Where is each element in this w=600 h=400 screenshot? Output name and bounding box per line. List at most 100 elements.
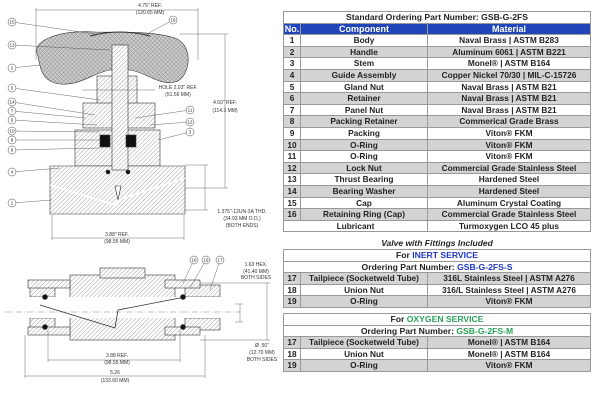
material-cell: Commercial Grade Stainless Steel — [427, 208, 591, 221]
callout-number: 2 — [11, 66, 14, 71]
dim-top-width-mm: (120.65 MM) — [136, 10, 165, 16]
part-number-cell: 3 — [283, 57, 301, 70]
leader-line — [11, 119, 98, 126]
valve-side-view — [5, 267, 270, 378]
dim-thread-note: (BOTH ENDS) — [226, 223, 259, 229]
standard-table-title: Standard Ordering Part Number: GSB-G-2FS — [283, 11, 591, 24]
dim-dia: Ø .50" — [255, 343, 269, 349]
oxygen-ordering-number: Ordering Part Number: GSB-G-2FS-M — [283, 324, 591, 338]
callout-circle — [7, 126, 17, 136]
component-cell: Cap — [300, 196, 428, 210]
material-cell: Aluminum Crystal Coating — [427, 196, 591, 210]
component-cell: Panel Nut — [300, 103, 428, 117]
part-number-cell: 4 — [283, 68, 301, 82]
material-cell: 316L Stainless Steel | ASTM A276 — [427, 272, 591, 285]
callout-number: 8 — [11, 138, 14, 143]
valve-technical-drawing: 4.75" REF. (120.65 MM) 4.50" REF. (114.3… — [5, 3, 278, 384]
lubricant-label: Lubricant — [283, 219, 428, 233]
for-label: For — [396, 250, 413, 260]
material-cell: Hardened Steel — [427, 173, 591, 186]
oxygen-part-number: GSB-G-2FS-M — [456, 325, 514, 336]
component-cell: Tailpiece (Socketweld Tube) — [300, 272, 428, 285]
callout-circle — [7, 167, 17, 177]
material-cell: Naval Brass | ASTM B21 — [427, 80, 591, 94]
standard-parts-table: Standard Ordering Part Number: GSB-G-2FS… — [283, 11, 591, 233]
part-number-cell: 9 — [283, 126, 301, 140]
leader-line — [11, 87, 101, 101]
component-cell: Handle — [300, 45, 428, 59]
leader-line — [157, 131, 191, 141]
component-cell: Packing — [300, 126, 428, 140]
dim-hex-mm: (41.40 MM) — [243, 269, 269, 275]
callout-circle — [7, 135, 17, 145]
leader-line — [11, 44, 111, 51]
callout-number: 14 — [9, 100, 15, 105]
leader-line — [209, 259, 221, 291]
header-no: No. — [283, 22, 301, 36]
callout-number: 11 — [188, 108, 193, 113]
leader-line — [11, 110, 86, 119]
leader-line — [11, 147, 101, 151]
component-cell: O-Ring — [300, 295, 428, 308]
leader-line — [134, 109, 191, 119]
part-number-cell: 15 — [283, 196, 301, 210]
leader-line — [11, 101, 96, 116]
part-number-cell: 10 — [283, 138, 301, 152]
material-cell: Viton® FKM — [427, 138, 591, 152]
dim-hex-note: BOTH SIDES — [241, 275, 272, 281]
callout-number: 1 — [11, 201, 14, 206]
callout-circle — [7, 106, 17, 116]
oxygen-service-heading: For OXYGEN SERVICE — [283, 313, 591, 326]
part-number-cell: 17 — [283, 272, 301, 285]
fittings-caption: Valve with Fittings Included — [381, 238, 493, 248]
dim-height-mm: (114.3 MM) — [212, 108, 238, 114]
callout-circle — [185, 105, 195, 115]
stem — [111, 44, 129, 171]
inert-part-number: GSB-G-2FS-S — [457, 261, 513, 272]
dim-overall-mm: (133.60 MM) — [101, 378, 130, 384]
component-cell: Thrust Bearing — [300, 173, 428, 186]
component-cell: O-Ring — [300, 150, 428, 163]
oxygen-service-label: OXYGEN SERVICE — [406, 314, 484, 324]
material-cell: Commerical Grade Brass — [427, 115, 591, 128]
inert-service-table: For INERT SERVICE Ordering Part Number: … — [283, 249, 591, 308]
part-number-cell: 5 — [283, 80, 301, 94]
callout-number: 10 — [9, 129, 15, 134]
callout-circle — [215, 255, 225, 265]
dim-height: 4.50" REF. — [213, 100, 237, 106]
part-number-cell: 8 — [283, 115, 301, 128]
ordering-label: Ordering Part Number: — [360, 325, 457, 336]
part-number-cell: 6 — [283, 92, 301, 105]
ordering-label: Ordering Part Number: — [361, 261, 458, 272]
callout-circle — [7, 97, 17, 107]
material-cell: Viton® FKM — [427, 295, 591, 308]
dim-thread: 1.375"-12UN-3A THD. — [217, 209, 266, 215]
callout-number: 9 — [11, 148, 14, 153]
material-cell: Commercial Grade Stainless Steel — [427, 161, 591, 175]
dim-body-width: 3.88" REF. — [105, 232, 129, 238]
material-cell: Viton® FKM — [427, 126, 591, 140]
part-number-cell: 14 — [283, 184, 301, 198]
callout-circle — [7, 198, 17, 208]
component-cell: Packing Retainer — [300, 115, 428, 128]
component-cell: Bearing Washer — [300, 184, 428, 198]
callout-number: 6 — [11, 118, 14, 123]
part-number-cell: 18 — [283, 283, 301, 297]
material-cell: Hardened Steel — [427, 184, 591, 198]
callout-number: 15 — [9, 20, 15, 25]
material-cell: Naval Brass | ASTM B283 — [427, 34, 591, 47]
